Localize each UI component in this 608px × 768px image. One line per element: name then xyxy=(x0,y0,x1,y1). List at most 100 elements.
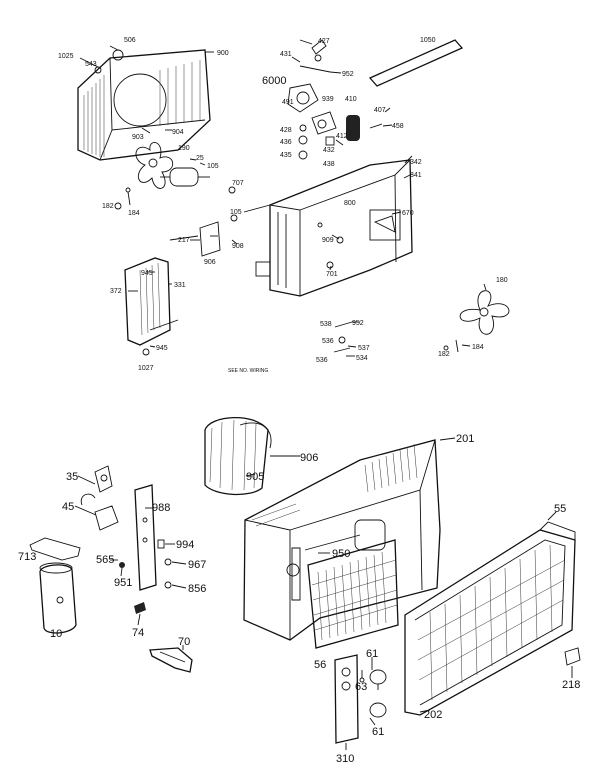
capacitor-10 xyxy=(39,562,77,634)
front-panel-56 xyxy=(307,539,399,649)
callout-372: 372 xyxy=(110,288,122,295)
callout-217: 217 xyxy=(178,237,190,244)
fan-motor-25 xyxy=(160,167,210,187)
leader-lines xyxy=(74,39,573,750)
callout-543: 543 xyxy=(85,61,97,68)
spring-407 xyxy=(346,115,383,141)
callout-951: 951 xyxy=(114,577,132,589)
callout-994: 994 xyxy=(176,539,194,551)
clamp-parts xyxy=(114,187,131,210)
clip-74 xyxy=(134,602,146,614)
callout-537: 537 xyxy=(358,345,370,352)
rear-shroud-900 xyxy=(77,49,211,161)
callout-331: 331 xyxy=(174,282,186,289)
callout-410: 410 xyxy=(345,96,357,103)
callout-906b: 906 xyxy=(300,452,318,464)
rail-1050 xyxy=(368,39,464,87)
callout-342: 342 xyxy=(410,159,422,166)
callout-908: 908 xyxy=(232,243,244,250)
callout-45: 45 xyxy=(62,501,74,513)
callout-201: 201 xyxy=(456,433,474,445)
callout-190: 190 xyxy=(178,145,190,152)
callout-952a: 952 xyxy=(342,71,354,78)
callout-432: 432 xyxy=(323,147,335,154)
bracket-988 xyxy=(134,484,157,591)
callout-707: 707 xyxy=(232,180,244,187)
orifice-ring-905 xyxy=(204,416,272,496)
bracket-70 xyxy=(149,647,193,673)
callout-967: 967 xyxy=(188,559,206,571)
callout-536: 536 xyxy=(322,338,334,345)
callout-534: 534 xyxy=(356,355,368,362)
control-knobs xyxy=(359,669,387,718)
part-218 xyxy=(564,647,581,666)
callout-856: 856 xyxy=(188,583,206,595)
callout-428: 428 xyxy=(280,127,292,134)
callout-491: 491 xyxy=(282,99,294,106)
bracket-331 xyxy=(124,257,179,356)
callout-61b: 61 xyxy=(372,726,384,738)
callout-184b: 184 xyxy=(472,344,484,351)
callout-25: 25 xyxy=(196,155,204,162)
callout-713: 713 xyxy=(18,551,36,563)
callout-407: 407 xyxy=(374,107,386,114)
callout-950: 950 xyxy=(332,548,350,560)
callout-63: 63 xyxy=(355,681,367,693)
callout-906: 906 xyxy=(204,259,216,266)
callout-1025: 1025 xyxy=(58,53,74,60)
callout-61a: 61 xyxy=(366,648,378,660)
callout-438: 438 xyxy=(323,161,335,168)
callout-202: 202 xyxy=(424,709,442,721)
callout-431: 431 xyxy=(280,51,292,58)
callout-1027: 1027 xyxy=(138,365,154,372)
callout-939: 939 xyxy=(322,96,334,103)
condenser-fan-180 xyxy=(443,290,510,353)
callout-538: 538 xyxy=(320,321,332,328)
callout-905: 905 xyxy=(246,471,264,483)
callout-1050: 1050 xyxy=(420,37,436,44)
callout-105: 105 xyxy=(207,163,219,170)
callout-565: 565 xyxy=(96,554,114,566)
callout-6000: 6000 xyxy=(262,75,286,87)
callout-903: 903 xyxy=(132,134,144,141)
callout-35: 35 xyxy=(66,471,78,483)
relay-parts xyxy=(298,111,337,160)
callout-310: 310 xyxy=(336,753,354,765)
callout-701: 701 xyxy=(326,271,338,278)
callout-904: 904 xyxy=(172,129,184,136)
callout-506: 506 xyxy=(124,37,136,44)
callout-10: 10 xyxy=(50,628,62,640)
blower-fan-190 xyxy=(135,142,174,189)
callout-218: 218 xyxy=(562,679,580,691)
callout-182a: 182 xyxy=(102,203,114,210)
callout-800: 800 xyxy=(344,200,356,207)
callout-900: 900 xyxy=(217,50,229,57)
compressor-parts-6000 xyxy=(287,39,331,113)
callout-182b: 182 xyxy=(438,351,450,358)
hardware-534-538 xyxy=(333,321,353,353)
callout-945b: 945 xyxy=(156,345,168,352)
callout-427: 427 xyxy=(318,38,330,45)
wiring-note: SEE NO. WIRING xyxy=(228,368,268,374)
callout-458: 458 xyxy=(392,123,404,130)
thermostat-45 xyxy=(80,493,119,531)
callout-945: 945 xyxy=(141,270,153,277)
cabinet-201 xyxy=(243,439,441,641)
callout-74: 74 xyxy=(132,627,144,639)
callout-670: 670 xyxy=(402,210,414,217)
callout-56: 56 xyxy=(314,659,326,671)
callout-909: 909 xyxy=(322,237,334,244)
callout-435: 435 xyxy=(280,152,292,159)
callout-labels: 506 1025 543 900 427 431 952 1050 6000 4… xyxy=(18,37,580,765)
callout-988: 988 xyxy=(152,502,170,514)
callout-70: 70 xyxy=(178,636,190,648)
panel-strip-310 xyxy=(334,654,359,744)
callout-184a: 184 xyxy=(128,210,140,217)
callout-436: 436 xyxy=(280,139,292,146)
bracket-713 xyxy=(29,537,81,561)
chassis-341 xyxy=(243,159,413,297)
callout-952b: 952 xyxy=(352,320,364,327)
callout-105b: 105 xyxy=(230,209,242,216)
switch-35 xyxy=(94,465,113,493)
